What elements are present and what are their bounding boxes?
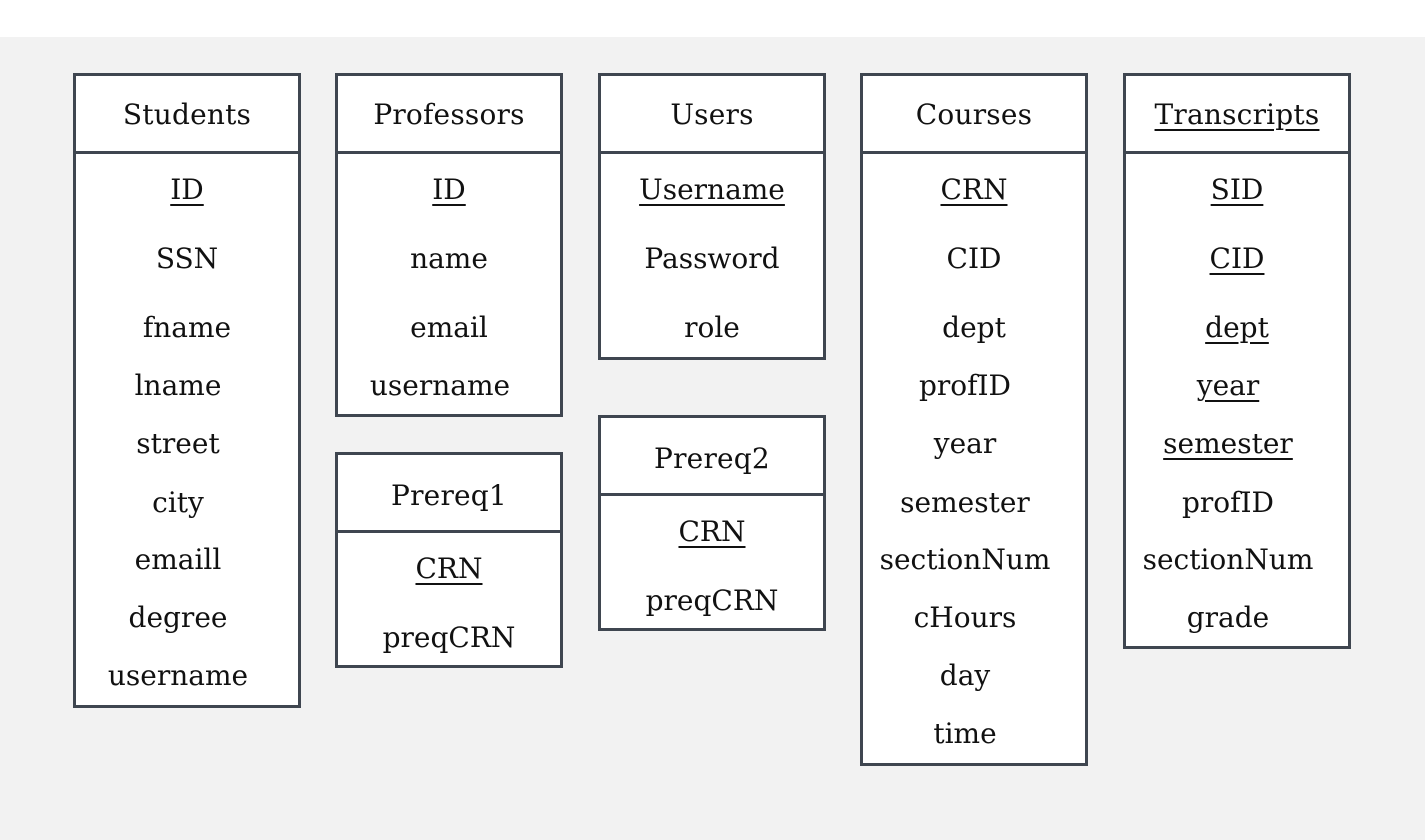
table-users: Users Username Password role	[598, 73, 826, 360]
field-city: city	[152, 486, 204, 519]
table-prereq1: Prereq1 CRN preqCRN	[335, 452, 563, 668]
field-sectionnum: sectionNum	[879, 543, 1051, 576]
field-street: street	[136, 427, 220, 460]
field-id: ID	[170, 173, 204, 206]
field-email: emaill	[134, 543, 222, 576]
table-header: Users	[601, 76, 823, 154]
field-chours: cHours	[913, 601, 1017, 634]
table-title: Students	[122, 98, 252, 131]
field-year: year	[1196, 369, 1260, 402]
field-username: username	[369, 369, 511, 402]
field-year: year	[933, 427, 997, 460]
diagram-canvas: Students ID SSN fname lname street city …	[0, 37, 1425, 840]
table-title: Users	[670, 98, 754, 131]
table-title: Prereq2	[654, 442, 770, 475]
field-preqcrn: preqCRN	[645, 584, 779, 617]
field-lname: lname	[134, 369, 222, 402]
table-header: Transcripts	[1126, 76, 1348, 154]
field-degree: degree	[128, 601, 228, 634]
field-semester: semester	[1163, 427, 1293, 460]
field-dept: dept	[1205, 311, 1269, 344]
table-header: Courses	[863, 76, 1085, 154]
field-sectionnum: sectionNum	[1142, 543, 1314, 576]
field-crn: CRN	[940, 173, 1008, 206]
table-courses: Courses CRN CID dept profID year semeste…	[860, 73, 1088, 766]
table-header: Students	[76, 76, 298, 154]
field-username: username	[107, 659, 249, 692]
table-transcripts: Transcripts SID CID dept year semester p…	[1123, 73, 1351, 649]
field-crn: CRN	[678, 515, 746, 548]
field-time: time	[933, 717, 997, 750]
table-header: Prereq2	[601, 418, 823, 496]
field-ssn: SSN	[155, 242, 219, 275]
field-fname: fname	[142, 311, 232, 344]
field-grade: grade	[1186, 601, 1270, 634]
table-header: Prereq1	[338, 455, 560, 533]
field-cid: CID	[946, 242, 1002, 275]
field-day: day	[939, 659, 991, 692]
table-prereq2: Prereq2 CRN preqCRN	[598, 415, 826, 631]
field-crn: CRN	[415, 552, 483, 585]
field-id: ID	[432, 173, 466, 206]
field-sid: SID	[1210, 173, 1264, 206]
field-role: role	[684, 311, 740, 344]
field-name: name	[410, 242, 488, 275]
table-header: Professors	[338, 76, 560, 154]
field-dept: dept	[942, 311, 1006, 344]
table-title: Courses	[915, 98, 1033, 131]
field-cid: CID	[1209, 242, 1265, 275]
field-username: Username	[639, 173, 785, 206]
table-title: Professors	[373, 98, 525, 131]
table-title: Prereq1	[391, 479, 507, 512]
field-profid: profID	[918, 369, 1012, 402]
table-title: Transcripts	[1154, 98, 1320, 131]
table-professors: Professors ID name email username	[335, 73, 563, 417]
field-semester: semester	[900, 486, 1030, 519]
field-profid: profID	[1181, 486, 1275, 519]
table-students: Students ID SSN fname lname street city …	[73, 73, 301, 708]
field-email: email	[410, 311, 488, 344]
field-preqcrn: preqCRN	[382, 621, 516, 654]
field-password: Password	[644, 242, 780, 275]
